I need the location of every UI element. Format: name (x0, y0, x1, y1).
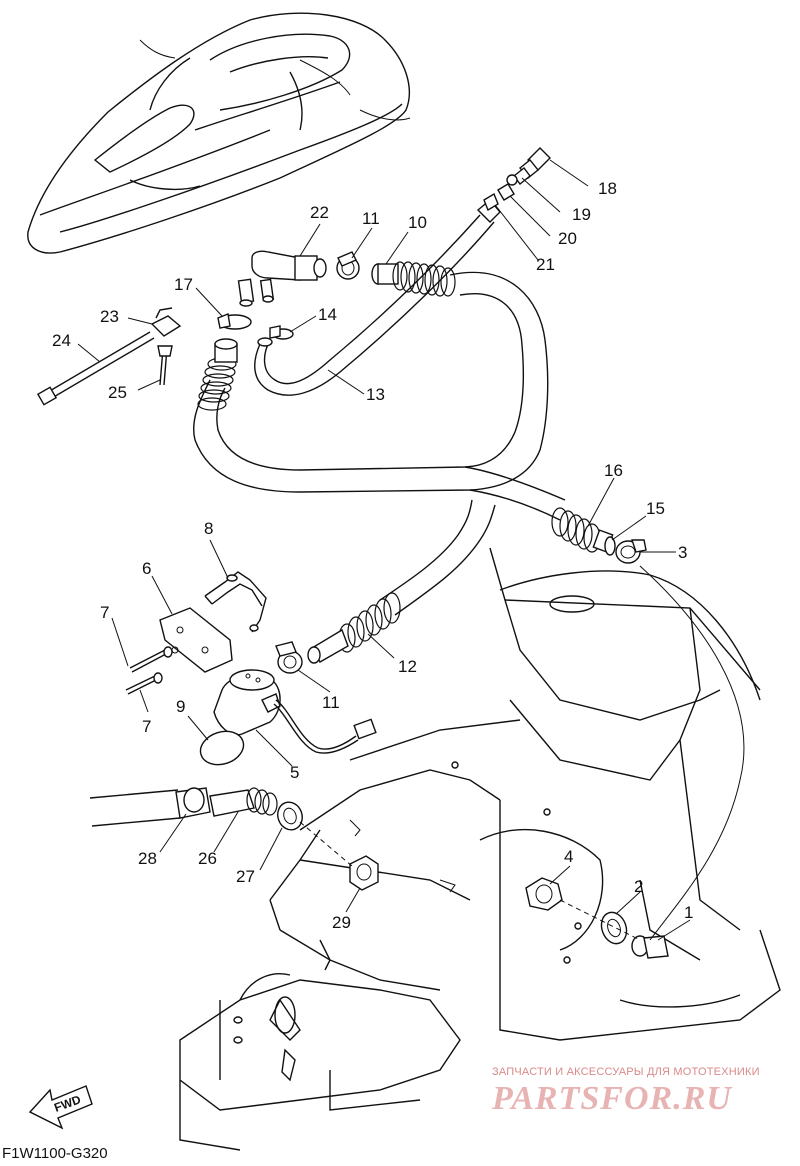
screw-7a (129, 646, 173, 673)
watercraft-illustration (27, 12, 411, 254)
callout-10: 10 (408, 213, 427, 232)
hose-15-ribbed (551, 507, 616, 556)
hose-13 (254, 199, 501, 396)
callout-11-top: 11 (362, 209, 380, 228)
plate-6 (159, 607, 233, 673)
clamp-17 (217, 313, 252, 330)
callout-21: 21 (536, 255, 555, 274)
fwd-arrow-icon: FWD (28, 1085, 93, 1130)
callout-8: 8 (204, 519, 213, 538)
fitting-22 (237, 250, 327, 307)
callout-9: 9 (176, 697, 185, 716)
callout-6: 6 (142, 559, 151, 578)
clamp-14 (269, 325, 294, 340)
callout-22: 22 (310, 203, 329, 222)
callout-16: 16 (604, 461, 623, 480)
holder-23 (150, 307, 182, 337)
callout-20: 20 (558, 229, 577, 248)
clamp-11-bottom (275, 641, 303, 674)
callout-12: 12 (398, 657, 417, 676)
callout-15: 15 (646, 499, 665, 518)
callout-29: 29 (332, 913, 351, 932)
diagram-code: F1W1100-G320 (2, 1145, 108, 1161)
fitting-1 (631, 935, 669, 959)
axis-line-4 (559, 899, 641, 941)
callout-7b: 7 (142, 717, 151, 736)
callout-19: 19 (572, 205, 591, 224)
bracket-8 (204, 571, 267, 633)
nut-29 (349, 855, 379, 891)
nut-4 (525, 877, 563, 911)
callout-3: 3 (678, 543, 687, 562)
pin-25 (157, 345, 173, 386)
callout-1: 1 (684, 903, 693, 922)
callout-24: 24 (52, 331, 71, 350)
leader-lines (77, 159, 691, 941)
hull-illustration (179, 547, 781, 1151)
fitting-18-21 (483, 147, 551, 212)
callout-labels: 1 2 3 4 5 6 7 7 8 9 10 11 11 12 13 14 15… (52, 179, 693, 932)
callout-5: 5 (290, 763, 299, 782)
callout-18: 18 (598, 179, 617, 198)
callout-14: 14 (318, 305, 337, 324)
callout-23: 23 (100, 307, 119, 326)
hose-10-ribbed (371, 261, 456, 297)
callout-17: 17 (174, 275, 193, 294)
hose-route-line (639, 565, 745, 941)
hose-17-ribbed (197, 338, 238, 411)
watermark-tagline: ЗАПЧАСТИ И АКСЕССУАРЫ ДЛЯ МОТОТЕХНИКИ (492, 1066, 760, 1078)
screw-7b (125, 672, 163, 695)
cable-tie-24 (36, 331, 155, 406)
hose-12-ribbed (307, 592, 401, 664)
callout-2: 2 (634, 877, 643, 896)
pump-5 (213, 669, 377, 754)
watermark-logo: PARTSFOR.RU (492, 1080, 732, 1117)
washer-2 (600, 911, 628, 945)
callout-13: 13 (366, 385, 385, 404)
callout-27: 27 (236, 867, 255, 886)
washer-27 (277, 801, 303, 831)
disc-9 (199, 730, 245, 766)
clamp-11-top (336, 251, 360, 280)
hose-16 (193, 271, 566, 616)
callout-26: 26 (198, 849, 217, 868)
callout-28: 28 (138, 849, 157, 868)
axis-line-29 (299, 821, 353, 867)
callout-7a: 7 (100, 603, 109, 622)
hose-28 (89, 787, 211, 827)
callout-25: 25 (108, 383, 127, 402)
fitting-26 (209, 787, 278, 817)
callout-4: 4 (564, 847, 573, 866)
callout-11-bottom: 11 (322, 693, 340, 712)
